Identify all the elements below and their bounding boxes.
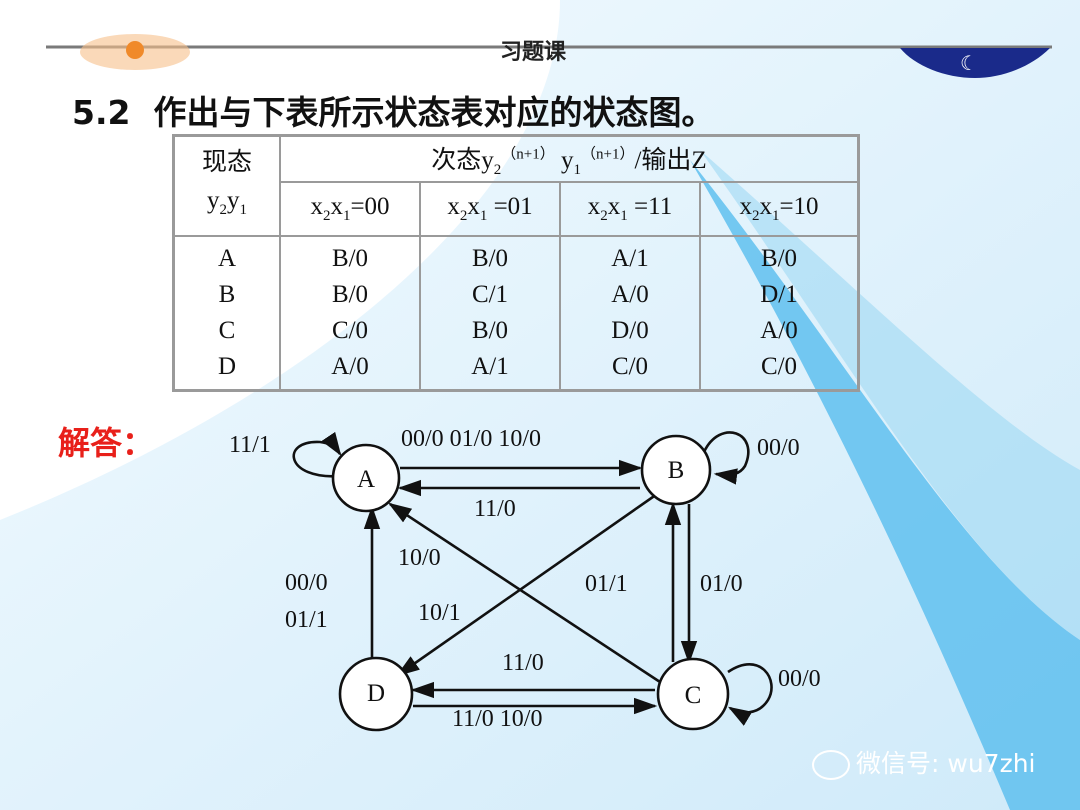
edge-label-d-to-c: 11/0 10/0 bbox=[452, 706, 542, 732]
edge-label-c-self: 00/0 bbox=[778, 666, 821, 692]
edge-label-b-to-a: 11/0 bbox=[474, 496, 516, 522]
state-label-b: B bbox=[668, 457, 685, 484]
edge-label-c-to-d: 11/0 bbox=[502, 650, 544, 676]
wechat-watermark: 微信号: wu7zhi bbox=[812, 744, 1035, 780]
edge-label-d-to-a-2: 01/1 bbox=[285, 607, 328, 633]
edge-label-a-self: 11/1 bbox=[229, 432, 271, 458]
edge-label-c-to-a: 10/0 bbox=[398, 545, 441, 571]
edge-label-b-to-d: 10/1 bbox=[418, 600, 461, 626]
edge-label-a-to-b: 00/0 01/0 10/0 bbox=[401, 426, 541, 452]
edge-label-c-to-b: 01/1 bbox=[585, 571, 628, 597]
edge-label-d-to-a-1: 00/0 bbox=[285, 570, 328, 596]
wechat-icon bbox=[812, 750, 850, 780]
edge-label-b-to-c: 01/0 bbox=[700, 571, 743, 597]
edge-c-self bbox=[728, 664, 772, 712]
state-label-c: C bbox=[685, 682, 702, 709]
state-label-d: D bbox=[367, 680, 385, 707]
edge-label-b-self: 00/0 bbox=[757, 435, 800, 461]
state-label-a: A bbox=[357, 466, 375, 493]
